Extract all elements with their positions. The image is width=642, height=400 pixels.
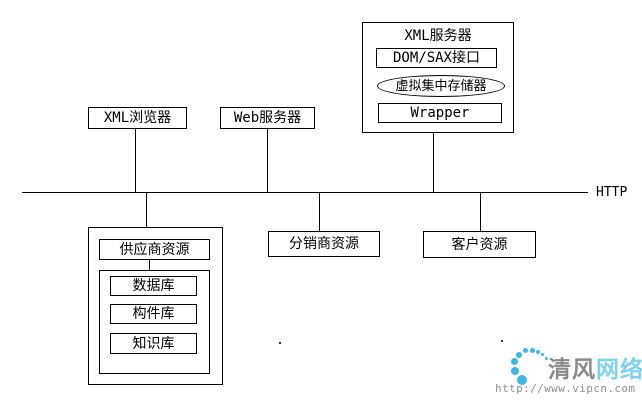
- component-library-box: 构件库: [110, 304, 197, 324]
- connector-supplier-to-stores: [149, 260, 150, 270]
- xml-browser-box: XML浏览器: [88, 107, 187, 129]
- supplier-resources-box: 供应商资源: [99, 239, 210, 260]
- customer-resources-box: 客户资源: [423, 231, 536, 258]
- web-server-box: Web服务器: [220, 107, 315, 129]
- connector-browser-to-bus: [135, 129, 136, 192]
- http-bus-label: HTTP: [596, 185, 628, 200]
- knowledge-base-box: 知识库: [110, 333, 197, 354]
- artifact-dot: [501, 340, 503, 342]
- connector-xmlserver-to-bus: [433, 133, 434, 192]
- database-box: 数据库: [110, 276, 197, 296]
- dom-sax-interface-box: DOM/SAX接口: [376, 48, 497, 68]
- connector-webserver-to-bus: [267, 129, 268, 192]
- watermark-url: http://www.vipcn.com: [495, 382, 636, 395]
- xml-server-title: XML服务器: [404, 28, 472, 44]
- distributor-resources-box: 分销商资源: [268, 231, 380, 257]
- virtual-storage-ellipse: 虚拟集中存储器: [377, 75, 505, 97]
- watermark-brand-second: 网络: [596, 357, 642, 383]
- watermark-brand-first: 清风: [548, 357, 596, 383]
- connector-bus-to-distributor: [319, 193, 320, 231]
- watermark-brand: 清风网络: [548, 357, 642, 385]
- connector-bus-to-supplier: [146, 193, 147, 227]
- wrapper-box: Wrapper: [378, 103, 502, 123]
- http-bus-line: [22, 192, 588, 193]
- artifact-dot: [279, 342, 281, 344]
- connector-bus-to-customer: [480, 193, 481, 231]
